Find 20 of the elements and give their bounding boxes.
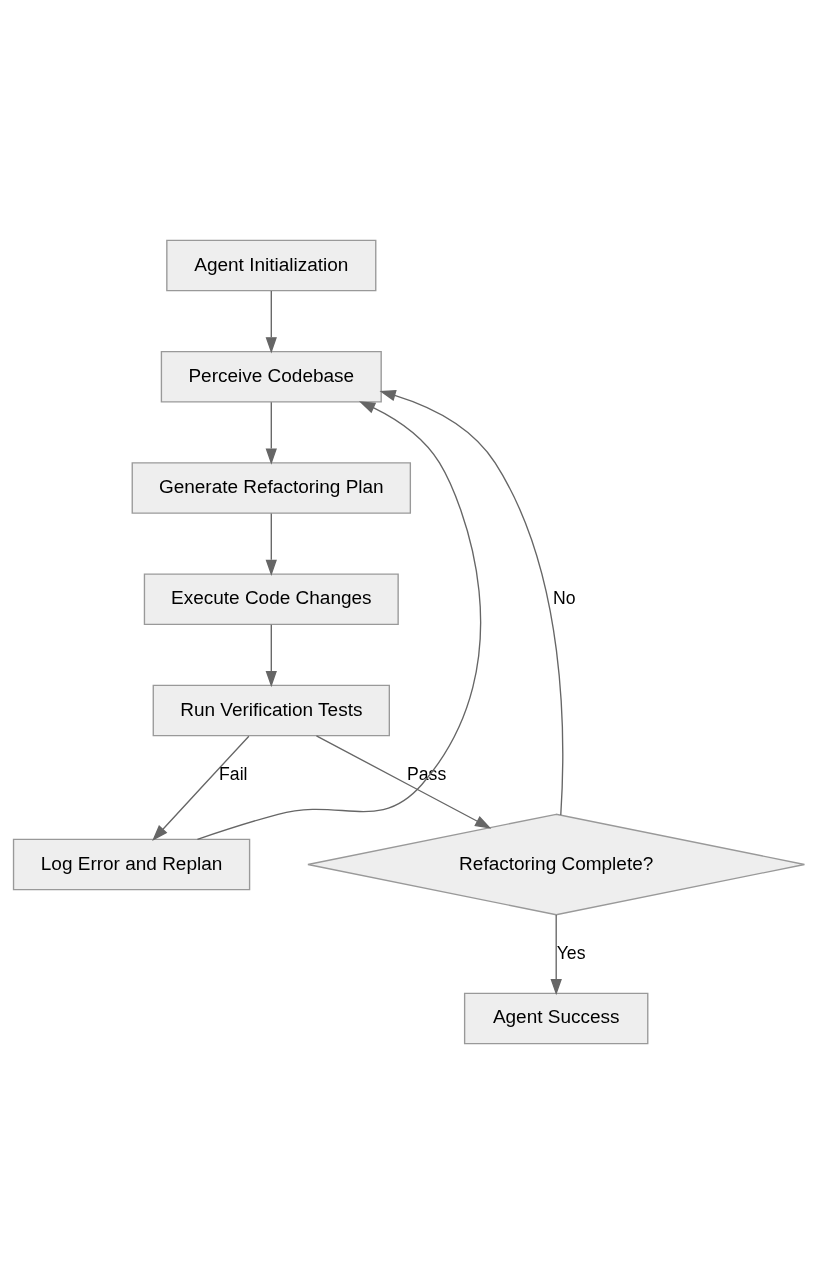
edge-label: Yes: [556, 942, 586, 963]
node-box: Log Error and Replan: [12, 838, 251, 890]
arrow: [265, 623, 277, 687]
node-box: Run Verification Tests: [152, 684, 390, 736]
arrow: [379, 389, 564, 816]
node-box: Agent Success: [463, 992, 649, 1044]
node-box: Execute Code Changes: [143, 573, 399, 625]
arrow: [265, 512, 277, 576]
edge-label: Fail: [219, 763, 248, 784]
arrow: [265, 289, 277, 353]
arrow: [152, 735, 250, 841]
arrow: [550, 913, 562, 995]
node-box: Perceive Codebase: [160, 350, 382, 403]
node-box: Generate Refactoring Plan: [131, 461, 412, 514]
edge-label: Pass: [407, 763, 447, 784]
arrow: [265, 401, 277, 465]
edge-label: No: [553, 587, 576, 608]
arrow: [315, 734, 492, 829]
arrow: [196, 400, 482, 840]
node-box: Agent Initialization: [166, 239, 377, 291]
